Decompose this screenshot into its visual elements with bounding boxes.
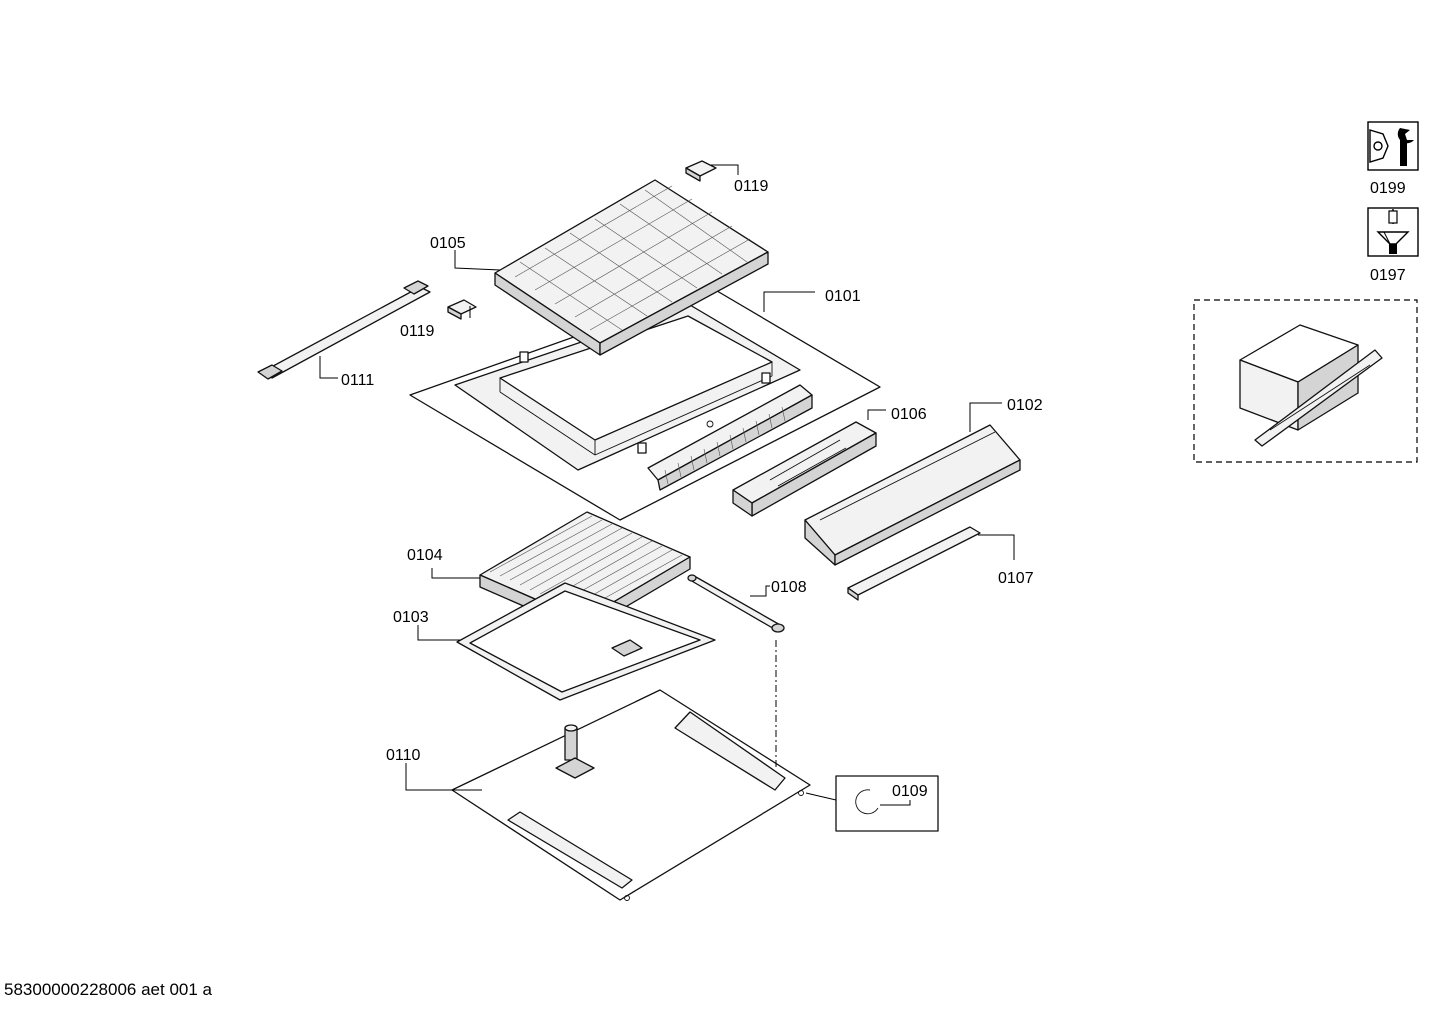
part-0103-filter-frame (456, 582, 716, 701)
label-0101: 0101 (825, 288, 861, 305)
label-0119-middle: 0119 (400, 323, 435, 340)
label-0110: 0110 (386, 747, 421, 764)
part-0108-hinge-rod (687, 574, 785, 633)
label-0102: 0102 (1007, 397, 1043, 414)
part-0102-front-trim (804, 424, 1021, 566)
label-0103: 0103 (393, 609, 429, 626)
screw-icon (1367, 207, 1419, 257)
part-0101-base-plate (409, 287, 881, 521)
callout-labels: 0119 0105 0119 0101 0111 0106 0102 0104 … (341, 178, 1406, 800)
part-0119-clip-top (685, 160, 717, 182)
label-0104: 0104 (407, 547, 443, 564)
label-0199: 0199 (1370, 180, 1406, 197)
label-0119-top: 0119 (734, 178, 769, 195)
label-0109: 0109 (892, 783, 928, 800)
label-0111: 0111 (341, 372, 374, 389)
part-0110-bottom-panel (451, 689, 811, 901)
part-0119-clip-middle (447, 299, 477, 320)
label-0106: 0106 (891, 406, 927, 423)
label-0197: 0197 (1370, 267, 1406, 284)
part-0111-rod (257, 280, 431, 380)
label-0108: 0108 (771, 579, 807, 596)
leader-lines (319, 164, 1015, 806)
document-code: 58300000228006 aet 001 a (4, 980, 212, 999)
part-0105-grid-frame (494, 179, 769, 356)
label-0105: 0105 (430, 235, 466, 252)
part-0106-holder (732, 421, 877, 517)
label-0107: 0107 (998, 570, 1034, 587)
assembly-overview (1193, 299, 1418, 463)
part-0109-detail (805, 775, 939, 832)
wrench-nut-icon (1367, 121, 1419, 171)
part-0107-strip (847, 526, 981, 601)
